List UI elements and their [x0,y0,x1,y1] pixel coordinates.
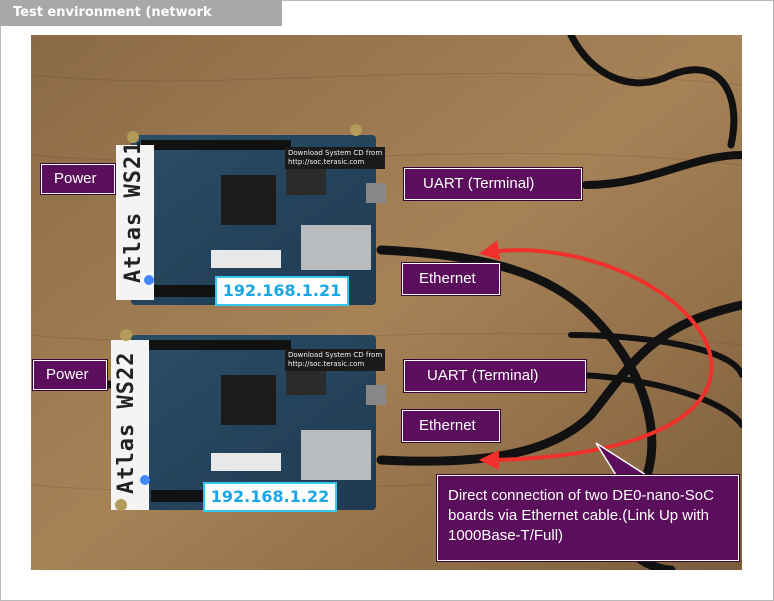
connection-note-callout: Direct connection of two DE0-nano-SoC bo… [436,474,740,562]
ethernet-callout-ws21: Ethernet [401,262,501,296]
cd-label-line2: http://soc.terasic.com [288,158,365,166]
ip-label-ws21: 192.168.1.21 [215,276,349,306]
board-ws22 [111,329,386,511]
board-label-ws22: Atlas WS22 [114,351,139,494]
cd-label-line2: http://soc.terasic.com [288,360,365,368]
cd-label-ws21: Download System CD from http://soc.teras… [285,147,386,169]
cd-label-ws22: Download System CD from http://soc.teras… [285,349,386,371]
board-label-ws21: Atlas WS21 [121,140,146,283]
cd-label-line1: Download System CD from [288,351,383,359]
figure-title: Test environment (network connection) [0,0,282,46]
uart-callout-ws21: UART (Terminal) [403,167,583,201]
cd-label-line1: Download System CD from [288,149,383,157]
power-callout-ws22: Power [32,359,108,391]
ethernet-link-arrow [479,240,714,470]
uart-callout-ws22: UART (Terminal) [403,359,587,393]
ethernet-callout-ws22: Ethernet [401,409,501,443]
power-callout-ws21: Power [40,163,116,195]
ip-label-ws22: 192.168.1.22 [203,482,337,512]
board-ws21 [116,124,386,305]
